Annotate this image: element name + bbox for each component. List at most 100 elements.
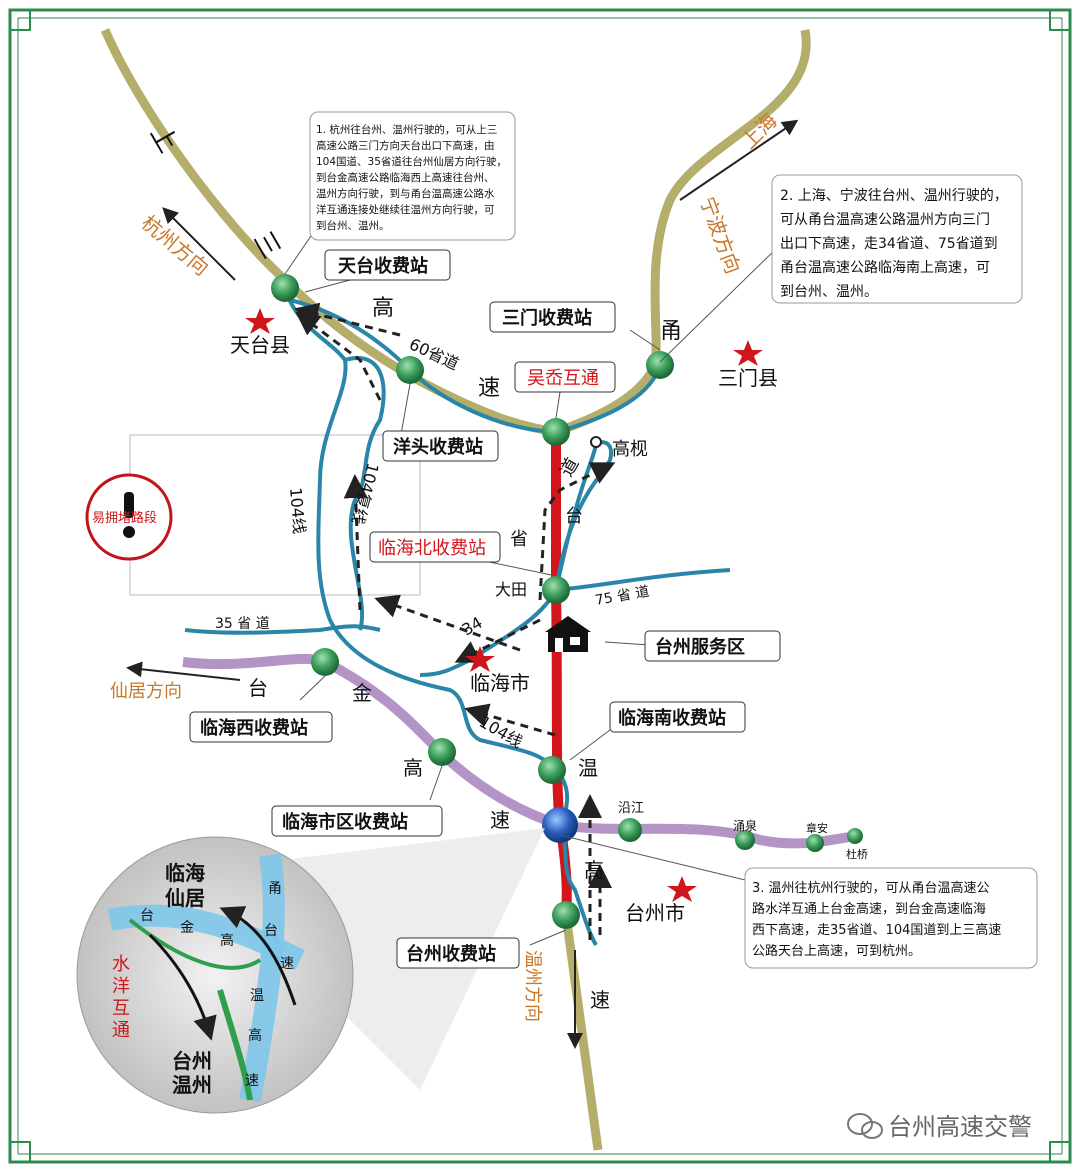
direction-shanghai: 上海 [737, 108, 782, 153]
station-linhai-urban-label: 临海市区收费站 [282, 811, 408, 833]
linhai-west-marker [311, 648, 339, 676]
place-yanjiang: 沿江 [618, 801, 644, 816]
station-labels: 天台收费站 三门收费站 吴岙互通 洋头收费站 临海北收费站 台州服务区 临海西收… [189, 249, 781, 969]
inset-tj-tai: 台 [140, 908, 154, 924]
linhai-south-marker [538, 756, 566, 784]
warning-label: 易拥堵路段 [92, 510, 157, 526]
inset-interchange-2: 洋 [112, 976, 130, 997]
note1-line: 104国道、35省道往台州仙居方向行驶， [316, 155, 507, 168]
congestion-zone [129, 434, 421, 596]
taizhou-star-icon [667, 876, 697, 902]
yongquan-marker [735, 830, 755, 850]
yongtaiwen-north [554, 29, 811, 437]
note-boxes [309, 111, 1038, 969]
wuqian-marker [542, 418, 570, 446]
shuiyang-marker [542, 807, 578, 843]
note-text: 1. 杭州往台州、温州行驶的，可从上三高速公路三门方向天台出口下高速，由104国… [316, 123, 1008, 959]
road-label-yt-su: 速 [590, 988, 610, 1012]
linhai-star-icon [465, 646, 495, 672]
station-yangtou-label: 洋头收费站 [393, 436, 483, 458]
station-linhai-south-label: 临海南收费站 [618, 707, 726, 729]
inset-top-1: 临海 [165, 861, 205, 885]
road-label-taijin-tai: 台 [248, 676, 268, 700]
road-label-75: 75 省 道 [594, 584, 651, 609]
note2-line: 甬台温高速公路临海南上高速，可 [780, 259, 990, 276]
yanjiang-marker [618, 818, 642, 842]
direction-arrows [126, 119, 799, 1049]
note1-line: 到台金高速公路临海西上高速往台州、 [316, 171, 495, 184]
inset-gao: 高 [248, 1027, 262, 1044]
direction-xianju: 仙居方向 [110, 681, 182, 702]
tiantai-star-icon [245, 308, 275, 334]
station-wuqian-label: 吴岙互通 [527, 368, 599, 389]
inset-interchange-4: 通 [112, 1020, 130, 1041]
note1-line: 洋互通连接处继续往温州方向行驶，可 [316, 203, 495, 216]
zhangan-marker [806, 834, 824, 852]
road-label-yong: 甬 [660, 319, 682, 344]
watermark-text: 台州高速交警 [888, 1113, 1032, 1141]
note2-line: 2. 上海、宁波往台州、温州行驶的， [780, 187, 1008, 204]
note1-line: 温州方向行驶，到与甬台温高速公路水 [316, 187, 495, 200]
sanmen-station-marker [646, 351, 674, 379]
service-area-icon [545, 616, 591, 652]
yongtaiwen-south [561, 914, 603, 1151]
inset-tai: 台 [264, 923, 278, 939]
place-yongquan: 涌泉 [733, 819, 757, 833]
note3-line: 3. 温州往杭州行驶的，可从甬台温高速公 [752, 880, 990, 896]
interchange-inset [76, 828, 545, 1114]
road-label-san: 三 [247, 227, 286, 265]
note2-line: 出口下高速，走34省道、75省道到 [780, 235, 998, 252]
place-sanmen: 三门县 [718, 366, 778, 390]
place-tiantai: 天台县 [230, 333, 290, 357]
duqiao-marker [847, 828, 863, 844]
tiantai-station-marker [271, 274, 299, 302]
road-label-sheng: 省 [510, 529, 528, 550]
map-frame [8, 8, 1072, 1164]
road-label-tai-34: 台 [565, 506, 583, 527]
inset-su1: 速 [280, 956, 294, 972]
map-labels: 上 三 高 60省道 速 甬 104线 104复线 道 台 省 34 75 省 … [92, 108, 1032, 1141]
inset-su2: 速 [245, 1073, 259, 1089]
direction-ningbo: 宁波方向 [695, 194, 745, 277]
place-taizhou: 台州市 [625, 901, 685, 925]
route-arrows [294, 302, 616, 940]
inset-tj-gao: 高 [220, 932, 234, 949]
inset-interchange-1: 水 [112, 954, 130, 975]
road-label-taijin-jin: 金 [352, 681, 372, 705]
wechat-icon [847, 1113, 883, 1139]
road-label-taijin-gao: 高 [403, 756, 423, 780]
city-stars [245, 308, 763, 902]
stations [271, 274, 863, 929]
linhai-urban-marker [428, 738, 456, 766]
note3-line: 路水洋互通上台金高速，到台金高速临海 [752, 901, 986, 917]
road-label-34: 34 [459, 613, 486, 640]
road-label-su: 速 [478, 376, 500, 401]
road-label-wen: 温 [578, 756, 598, 780]
station-linhai-north-label: 临海北收费站 [378, 538, 486, 559]
warning-marker [85, 473, 173, 561]
inset-labels: 临海 仙居 台州 温州 水 洋 互 通 甬 台 速 温 高 速 台 金 高 [112, 861, 294, 1097]
place-zhangan: 章安 [806, 821, 828, 835]
linhai-north-marker [542, 576, 570, 604]
place-duqiao: 杜桥 [846, 847, 868, 861]
gaoshi-marker [590, 436, 602, 448]
note3-line: 西下高速，走35省道、104国道到上三高速 [752, 922, 1001, 938]
place-datian: 大田 [495, 580, 527, 599]
station-tiantai-label: 天台收费站 [338, 255, 428, 277]
inset-bottom-2: 温州 [172, 1073, 212, 1097]
note3-line: 公路天台上高速，可到杭州。 [752, 943, 921, 959]
station-taizhou-label: 台州收费站 [406, 943, 496, 965]
place-linhai: 临海市 [470, 671, 530, 695]
road-label-gao: 高 [372, 296, 394, 321]
road-label-104: 104线 [286, 487, 309, 535]
inset-wen: 温 [250, 988, 264, 1004]
road-label-35: 35 省 道 [215, 616, 270, 632]
note2-line: 到台州、温州。 [780, 284, 878, 300]
station-sanmen-label: 三门收费站 [502, 307, 592, 329]
inset-tj-jin: 金 [180, 920, 194, 936]
taizhou-station-marker [552, 901, 580, 929]
sansan-expressway [100, 28, 557, 437]
station-service-label: 台州服务区 [655, 636, 745, 658]
direction-wenzhou: 温州方向 [522, 950, 543, 1022]
